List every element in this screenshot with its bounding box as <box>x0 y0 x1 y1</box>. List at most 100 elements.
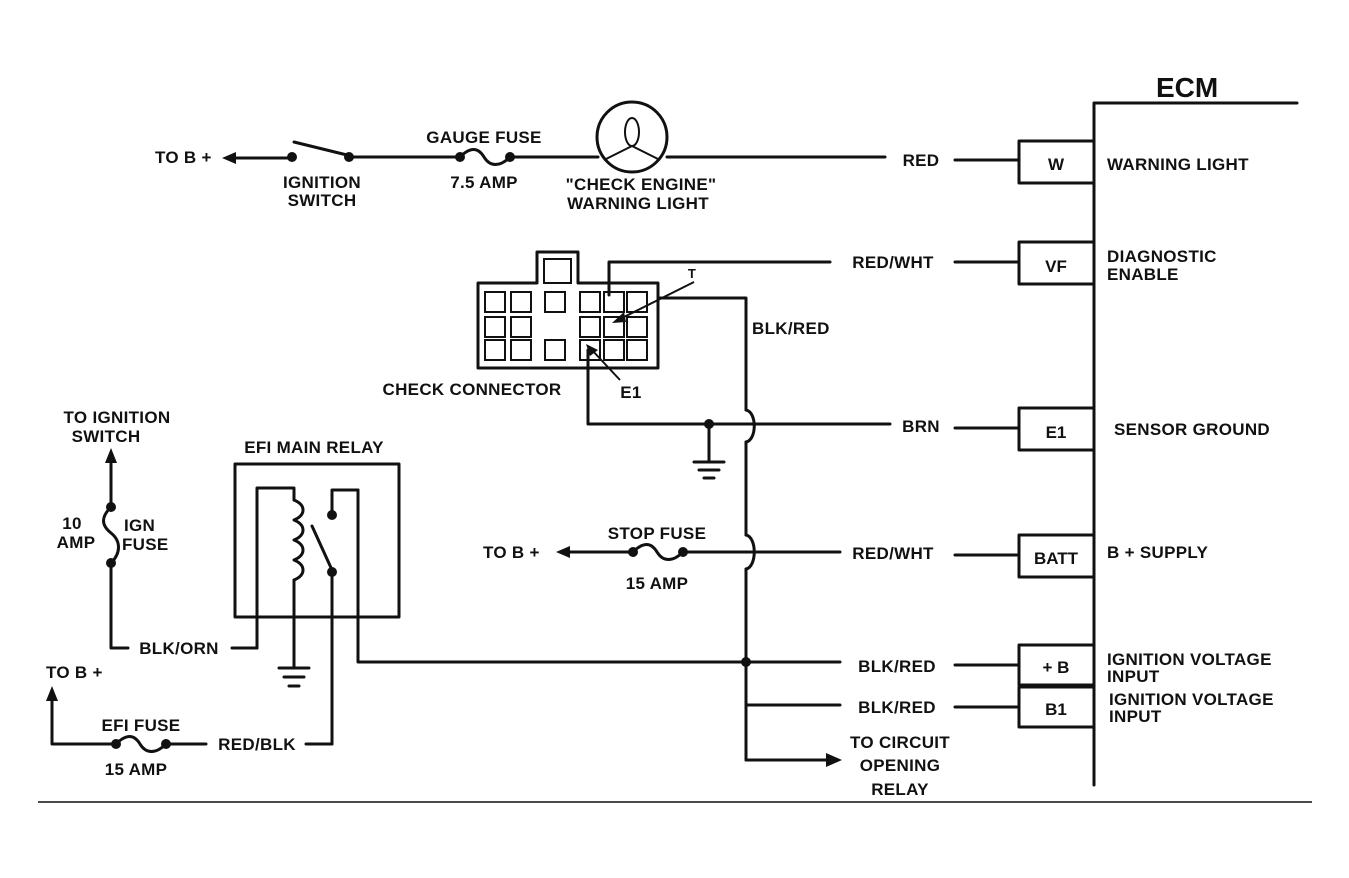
stop-fuse-rating: 15 AMP <box>626 574 689 593</box>
terminal-e1-label: E1 <box>620 383 641 402</box>
pin-function-line2: ENABLE <box>1107 265 1179 284</box>
ecm-pin-vf: VF DIAGNOSTIC ENABLE <box>1017 240 1217 286</box>
arrow-icon <box>612 312 626 323</box>
ign-fuse-rating: 10 <box>62 514 82 533</box>
wire-color-label: RED <box>903 151 940 170</box>
arrow-up-icon <box>105 448 117 463</box>
terminal-e1-pointer <box>590 348 621 381</box>
lamp-label: "CHECK ENGINE" <box>566 175 717 194</box>
pin-function-line2: INPUT <box>1107 667 1160 686</box>
ecm-pin-w: W WARNING LIGHT <box>1017 139 1249 185</box>
relay-contact-lead <box>330 488 360 517</box>
wire-crossover <box>744 408 756 444</box>
pin-function: DIAGNOSTIC <box>1107 247 1217 266</box>
wire-color-label: BLK/RED <box>752 319 830 338</box>
efi-fuse-icon <box>114 735 168 753</box>
relay-contact <box>327 510 337 520</box>
pin-function: B + SUPPLY <box>1107 543 1208 562</box>
pin-function-line2: INPUT <box>1109 707 1162 726</box>
splice-dot <box>741 657 751 667</box>
stop-fuse-icon <box>631 543 685 561</box>
lamp-filament <box>624 117 640 147</box>
pin-code: VF <box>1045 257 1067 276</box>
terminal-t-pointer <box>617 281 695 321</box>
wire <box>656 296 748 412</box>
gauge-fuse-label: GAUGE FUSE <box>426 128 541 147</box>
ign-fuse-icon <box>102 505 120 565</box>
efi-main-relay-label: EFI MAIN RELAY <box>244 438 384 457</box>
wire-color-label: RED/BLK <box>218 735 296 754</box>
efi-fuse-label: EFI FUSE <box>102 716 181 735</box>
to-ignition-label: TO IGNITION <box>64 408 171 427</box>
ecm-pin-b1: B1 IGNITION VOLTAGE INPUT <box>1017 685 1274 729</box>
ecm-pin-plus-b: + B IGNITION VOLTAGE INPUT <box>1017 643 1272 687</box>
efi-main-relay: EFI MAIN RELAY <box>233 438 401 746</box>
arrow-right-icon <box>826 753 842 767</box>
terminal-t-label: T <box>688 266 696 281</box>
arrow-left-icon <box>222 152 236 164</box>
pin-function: IGNITION VOLTAGE <box>1109 690 1274 709</box>
sensor-ground-wire: BRN <box>586 348 1021 480</box>
arrow-up-icon <box>46 686 58 701</box>
ign-fuse-name: IGN <box>124 516 155 535</box>
connector-body <box>476 250 660 370</box>
wire-color-label: RED/WHT <box>852 544 934 563</box>
wire-color-label: BLK/RED <box>858 657 936 676</box>
circuit-opening-label-line2: OPENING <box>860 756 941 775</box>
wire-color-label: BRN <box>902 417 940 436</box>
wire-color-label: RED/WHT <box>852 253 934 272</box>
lamp-filament-leads <box>603 145 661 161</box>
ignition-voltage-wires: BLK/RED BLK/RED <box>356 488 1021 717</box>
efi-fuse-rating: 15 AMP <box>105 760 168 779</box>
ign-fuse-circuit: TO IGNITION SWITCH 10 AMP IGN FUSE BLK/O… <box>57 408 259 658</box>
pin-code: W <box>1048 155 1065 174</box>
relay-housing <box>233 462 401 619</box>
check-connector: CHECK CONNECTOR T E1 <box>383 250 696 402</box>
wire-color-label: BLK/RED <box>858 698 936 717</box>
ignition-switch-label-line2: SWITCH <box>288 191 357 210</box>
wire-color-label: BLK/ORN <box>139 639 219 658</box>
relay-coil-lead <box>255 486 284 650</box>
wire <box>356 488 842 664</box>
ecm-pin-e1: E1 SENSOR GROUND <box>1017 406 1270 452</box>
to-battery-label: TO B + <box>46 663 103 682</box>
to-ignition-label-line2: SWITCH <box>72 427 141 446</box>
switch-terminal <box>287 152 297 162</box>
wire <box>50 696 118 746</box>
ign-fuse-name-line2: FUSE <box>122 535 169 554</box>
pin-code: B1 <box>1045 700 1067 719</box>
pin-code: E1 <box>1046 423 1067 442</box>
relay-coil-lead <box>280 486 296 502</box>
pin-code: BATT <box>1034 549 1079 568</box>
efi-fuse-circuit: TO B + EFI FUSE 15 AMP RED/BLK <box>46 663 334 779</box>
diagnostic-enable-wire: RED/WHT <box>607 253 1021 297</box>
connector-key <box>543 258 572 284</box>
ignition-switch-label: IGNITION <box>283 173 361 192</box>
wire <box>586 348 892 426</box>
ecm-title: ECM <box>1156 72 1218 103</box>
check-connector-label: CHECK CONNECTOR <box>383 380 562 399</box>
circuit-opening-label-line3: RELAY <box>871 780 929 799</box>
to-battery-label: TO B + <box>483 543 540 562</box>
wire <box>607 260 832 297</box>
arrow-left-icon <box>556 546 570 558</box>
to-battery-label: TO B + <box>155 148 212 167</box>
wire <box>109 561 130 650</box>
stop-fuse-label: STOP FUSE <box>608 524 706 543</box>
warning-light-circuit: TO B + IGNITION SWITCH GAUGE FUSE 7.5 AM… <box>155 100 1021 213</box>
ignition-switch-blade <box>292 140 349 157</box>
gauge-fuse-icon <box>458 148 512 166</box>
pin-function: SENSOR GROUND <box>1114 420 1270 439</box>
pin-function: IGNITION VOLTAGE <box>1107 650 1272 669</box>
gauge-fuse-rating: 7.5 AMP <box>450 173 518 192</box>
ecm-pin-batt: BATT B + SUPPLY <box>1017 533 1208 579</box>
terminal-t-wire: BLK/RED TO CIRCUIT OPENING RELAY <box>656 296 950 799</box>
pin-code: + B <box>1043 658 1070 677</box>
pin-box <box>1017 139 1096 185</box>
lamp-label-line2: WARNING LIGHT <box>567 194 709 213</box>
circuit-opening-label: TO CIRCUIT <box>850 733 950 752</box>
ign-fuse-rating-line2: AMP <box>57 533 96 552</box>
relay-contact-arm <box>310 524 334 572</box>
